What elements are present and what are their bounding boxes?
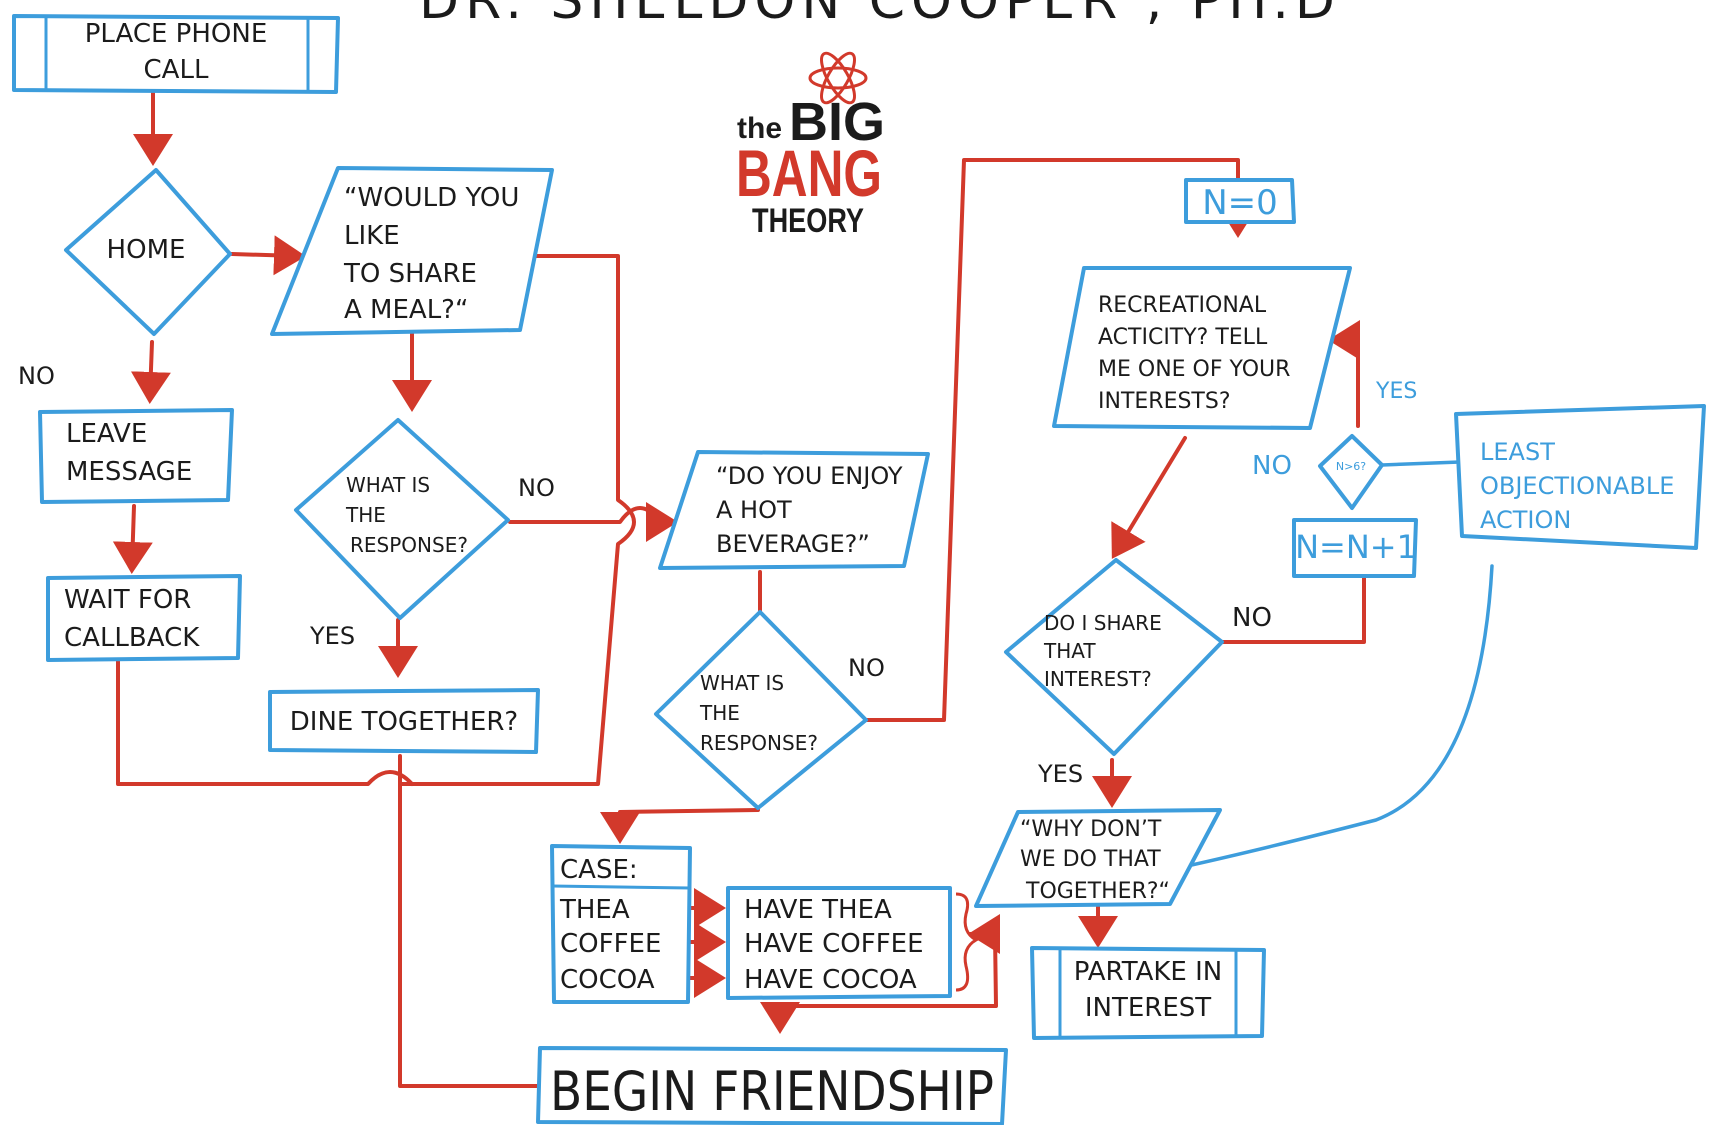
svg-text:COFFEE: COFFEE — [560, 929, 661, 959]
share-meal-box: “WOULD YOU LIKE TO SHARE A MEAL?“ — [270, 166, 554, 336]
svg-text:the: the — [737, 112, 782, 145]
svg-text:TOGETHER?“: TOGETHER?“ — [1025, 879, 1170, 904]
why-dont-box: “WHY DON’T WE DO THAT TOGETHER?“ — [974, 808, 1222, 908]
svg-text:BANG: BANG — [736, 136, 882, 210]
wait-callback-box: WAIT FOR CALLBACK — [46, 574, 242, 662]
n-check-decision: N>6? — [1318, 434, 1384, 510]
svg-text:THEA: THEA — [559, 895, 630, 925]
svg-text:HAVE COCOA: HAVE COCOA — [744, 965, 917, 995]
svg-text:THE: THE — [345, 503, 386, 527]
have-box: HAVE THEA HAVE COFFEE HAVE COCOA — [726, 886, 980, 1000]
label-no-response1: NO — [518, 474, 555, 502]
svg-text:CASE:: CASE: — [560, 855, 638, 885]
label-no-home: NO — [18, 362, 55, 390]
n-zero-box: N=0 — [1184, 178, 1296, 224]
svg-text:DO I SHARE: DO I SHARE — [1044, 611, 1162, 635]
svg-text:TO SHARE: TO SHARE — [343, 259, 477, 289]
svg-text:N>6?: N>6? — [1336, 460, 1366, 473]
svg-text:THAT: THAT — [1043, 639, 1096, 663]
dine-together-box: DINE TOGETHER? — [268, 688, 540, 754]
svg-text:OBJECTIONABLE: OBJECTIONABLE — [1480, 472, 1674, 500]
svg-text:WHAT IS: WHAT IS — [346, 473, 430, 497]
svg-text:DINE TOGETHER?: DINE TOGETHER? — [290, 707, 518, 737]
svg-text:BIG: BIG — [789, 92, 885, 152]
response-decision-1: WHAT IS THE RESPONSE? — [294, 418, 510, 620]
svg-text:WHAT IS: WHAT IS — [700, 671, 784, 695]
begin-friendship-box: BEGIN FRIENDSHIP — [536, 1046, 1008, 1125]
svg-text:MESSAGE: MESSAGE — [66, 457, 192, 487]
svg-text:RECREATIONAL: RECREATIONAL — [1098, 293, 1267, 318]
svg-text:INTEREST: INTEREST — [1085, 993, 1211, 1023]
recreational-box: RECREATIONAL ACTICITY? TELL ME ONE OF YO… — [1052, 266, 1352, 430]
svg-text:“WHY DON’T: “WHY DON’T — [1020, 817, 1162, 842]
share-interest-decision: DO I SHARE THAT INTEREST? — [1004, 558, 1224, 756]
partake-box: PARTAKE IN INTEREST — [1030, 946, 1266, 1040]
label-yes-response1: YES — [309, 622, 355, 650]
svg-text:ACTION: ACTION — [1480, 506, 1571, 534]
label-yes-share: YES — [1037, 760, 1083, 788]
svg-text:THEORY: THEORY — [752, 202, 864, 240]
n-increment-box: N=N+1 — [1292, 518, 1418, 578]
svg-text:BEVERAGE?”: BEVERAGE?” — [716, 530, 870, 558]
leave-message-box: LEAVE MESSAGE — [38, 408, 234, 504]
least-objectionable-box: LEAST OBJECTIONABLE ACTION — [1454, 404, 1706, 550]
svg-text:HAVE THEA: HAVE THEA — [744, 895, 892, 925]
label-no-share: NO — [1232, 603, 1272, 633]
svg-text:N=N+1: N=N+1 — [1295, 528, 1417, 566]
svg-text:A HOT: A HOT — [716, 496, 792, 524]
label-no-response2: NO — [848, 654, 885, 682]
svg-text:N=0: N=0 — [1202, 183, 1278, 223]
svg-text:CALL: CALL — [144, 55, 209, 85]
svg-text:INTEREST?: INTEREST? — [1044, 667, 1152, 691]
svg-text:WAIT FOR: WAIT FOR — [64, 585, 191, 615]
svg-text:“DO YOU ENJOY: “DO YOU ENJOY — [716, 462, 903, 490]
svg-text:BEGIN FRIENDSHIP: BEGIN FRIENDSHIP — [550, 1060, 994, 1123]
svg-text:LEAVE: LEAVE — [66, 419, 147, 449]
svg-text:ACTICITY? TELL: ACTICITY? TELL — [1098, 325, 1268, 350]
big-bang-theory-logo: the BIG BANG THEORY — [736, 51, 885, 240]
least-objectionable-connector — [1176, 564, 1494, 870]
n-check-connector — [1380, 460, 1462, 467]
svg-text:PLACE PHONE: PLACE PHONE — [85, 19, 268, 49]
svg-text:“WOULD YOU: “WOULD YOU — [344, 183, 519, 213]
svg-text:LEAST: LEAST — [1480, 438, 1555, 466]
svg-text:COCOA: COCOA — [560, 965, 655, 995]
atom-icon — [808, 51, 868, 105]
response-decision-2: WHAT IS THE RESPONSE? — [654, 610, 868, 810]
place-call-box: PLACE PHONE CALL — [12, 14, 340, 94]
svg-text:ME ONE OF YOUR: ME ONE OF YOUR — [1098, 357, 1290, 382]
home-decision: HOME — [64, 168, 232, 336]
svg-text:CALLBACK: CALLBACK — [64, 623, 200, 653]
svg-text:A MEAL?“: A MEAL?“ — [344, 295, 468, 325]
svg-text:RESPONSE?: RESPONSE? — [700, 731, 818, 755]
svg-text:THE: THE — [699, 701, 740, 725]
label-yes-n6: YES — [1375, 379, 1417, 404]
label-no-n6: NO — [1252, 451, 1292, 481]
page-title: DR. SHELDON COOPER , PH.D — [419, 0, 1341, 31]
svg-text:HAVE COFFEE: HAVE COFFEE — [744, 929, 924, 959]
svg-text:WE DO THAT: WE DO THAT — [1020, 847, 1161, 872]
svg-text:RESPONSE?: RESPONSE? — [350, 533, 468, 557]
svg-text:INTERESTS?: INTERESTS? — [1098, 389, 1231, 414]
svg-text:LIKE: LIKE — [344, 221, 400, 251]
svg-text:HOME: HOME — [107, 235, 186, 265]
case-box: CASE: THEA COFFEE COCOA — [550, 844, 692, 1004]
hot-beverage-box: “DO YOU ENJOY A HOT BEVERAGE?” — [658, 450, 930, 570]
svg-text:PARTAKE IN: PARTAKE IN — [1074, 957, 1222, 987]
